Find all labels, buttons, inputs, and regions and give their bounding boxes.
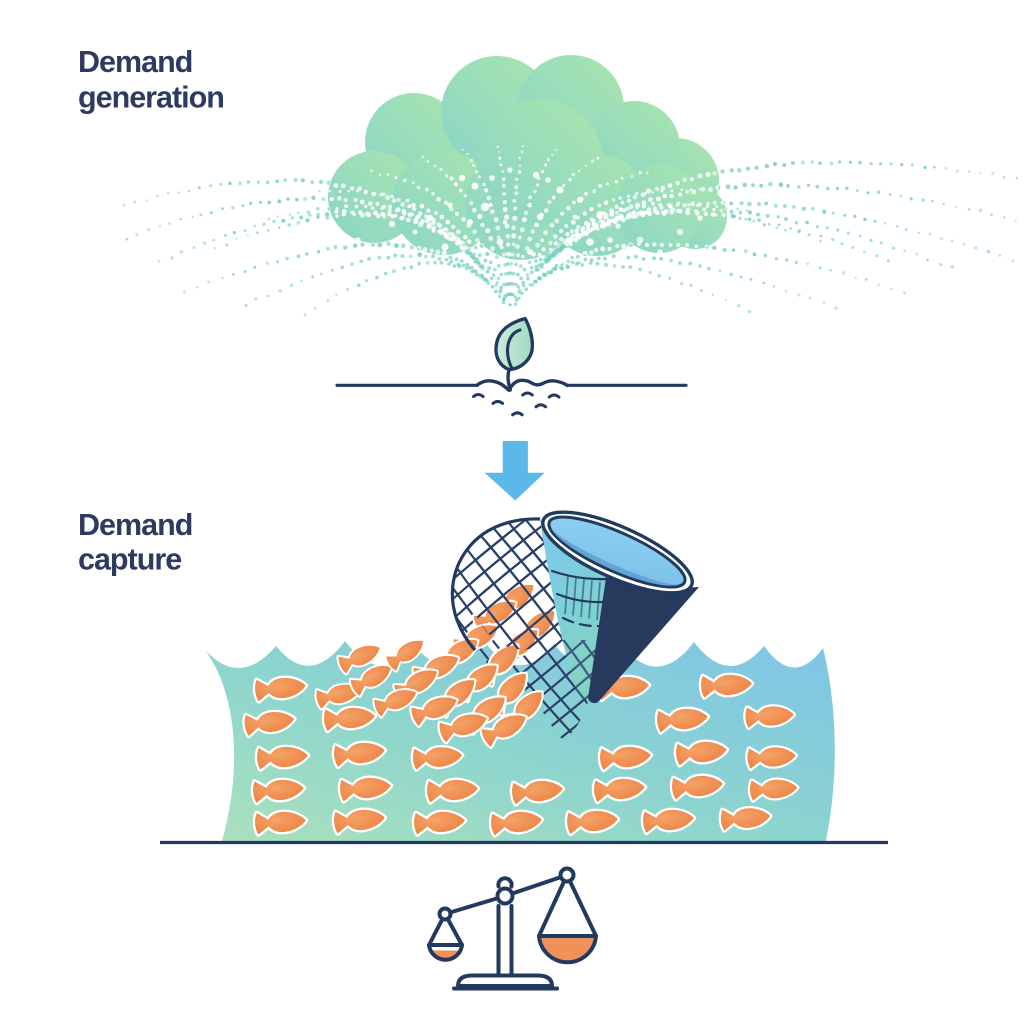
svg-text:capture: capture — [78, 543, 181, 577]
svg-text:generation: generation — [78, 81, 224, 115]
svg-text:Demand: Demand — [78, 508, 192, 542]
svg-text:Demand: Demand — [78, 45, 192, 79]
